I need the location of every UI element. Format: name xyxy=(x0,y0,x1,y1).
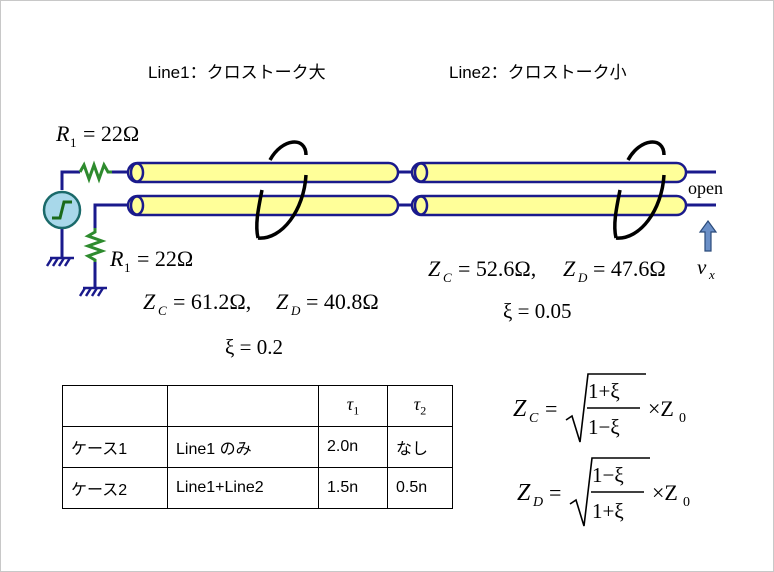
svg-text:R: R xyxy=(109,246,124,271)
header-tau2: τ2 xyxy=(387,385,453,427)
line2-impedance: Z C = 52.6Ω, Z D = 47.6Ω xyxy=(428,256,666,285)
coupling-loop-icon xyxy=(613,140,666,240)
line2-title: Line2：クロストーク小 xyxy=(449,63,627,82)
svg-text:C: C xyxy=(158,303,167,318)
svg-text:×Z: ×Z xyxy=(652,480,678,505)
svg-text:1−ξ: 1−ξ xyxy=(588,415,620,439)
svg-text:= 40.8Ω: = 40.8Ω xyxy=(306,289,379,314)
svg-text:= 22Ω: = 22Ω xyxy=(83,121,139,146)
svg-text:=: = xyxy=(545,396,557,421)
svg-text:v: v xyxy=(697,255,707,279)
table-row: ケース1 Line1 のみ 2.0n なし xyxy=(62,426,453,468)
output-wires xyxy=(686,170,716,207)
lines-cell: Line1+Line2 xyxy=(167,467,319,509)
svg-text:x: x xyxy=(708,267,715,282)
resistor-bottom xyxy=(83,228,107,262)
svg-text:0: 0 xyxy=(683,495,690,510)
line1-coax xyxy=(126,161,400,217)
lines-cell: Line1 のみ xyxy=(167,426,319,468)
line2-xi: ξ = 0.05 xyxy=(503,299,571,323)
line-junction xyxy=(398,170,414,207)
table-header-row: τ1 τ2 xyxy=(62,385,453,427)
svg-text:C: C xyxy=(443,270,452,285)
svg-text:1: 1 xyxy=(70,135,77,150)
svg-text:1: 1 xyxy=(124,260,131,275)
case-cell: ケース1 xyxy=(62,426,168,468)
line1-impedance: Z C = 61.2Ω, Z D = 40.8Ω xyxy=(143,289,379,318)
header-tau1: τ1 xyxy=(318,385,388,427)
ground-icon xyxy=(45,256,74,267)
svg-text:1+ξ: 1+ξ xyxy=(592,499,624,523)
header-cell xyxy=(62,385,168,427)
line2-coax xyxy=(410,161,688,217)
line1-title: Line1：クロストーク大 xyxy=(148,63,326,82)
formula-zd: Z D = 1−ξ 1+ξ ×Z 0 xyxy=(517,457,690,527)
svg-text:= 22Ω: = 22Ω xyxy=(137,246,193,271)
svg-text:= 47.6Ω: = 47.6Ω xyxy=(593,256,666,281)
header-cell xyxy=(167,385,319,427)
vx-label: v x xyxy=(697,255,715,282)
svg-text:×Z: ×Z xyxy=(648,396,674,421)
tau1-cell: 2.0n xyxy=(318,426,388,468)
svg-text:D: D xyxy=(577,270,588,285)
svg-text:0: 0 xyxy=(679,411,686,426)
tau2-cell: 0.5n xyxy=(387,467,453,509)
svg-text:1+ξ: 1+ξ xyxy=(588,379,620,403)
measure-arrow-icon xyxy=(698,219,718,252)
svg-text:R: R xyxy=(55,121,70,146)
svg-text:1−ξ: 1−ξ xyxy=(592,463,624,487)
svg-text:Z: Z xyxy=(513,396,527,422)
svg-text:= 61.2Ω,: = 61.2Ω, xyxy=(173,289,251,314)
coupling-loop-icon xyxy=(255,140,308,240)
source-wiring xyxy=(60,170,128,288)
svg-text:Z: Z xyxy=(517,480,531,506)
svg-text:D: D xyxy=(290,303,301,318)
r1-bottom-label: R 1 = 22Ω xyxy=(109,246,193,275)
case-table: τ1 τ2 ケース1 Line1 のみ 2.0n なし ケース2 Line1+L… xyxy=(62,385,453,509)
tau1-cell: 1.5n xyxy=(318,467,388,509)
svg-text:C: C xyxy=(529,411,539,426)
formula-zc: Z C = 1+ξ 1−ξ ×Z 0 xyxy=(513,373,686,443)
svg-text:Z: Z xyxy=(276,289,289,314)
svg-text:Z: Z xyxy=(563,256,576,281)
ground-icon xyxy=(78,286,107,297)
svg-text:= 52.6Ω,: = 52.6Ω, xyxy=(458,256,536,281)
svg-text:Z: Z xyxy=(428,256,441,281)
open-label: open xyxy=(688,178,723,198)
table-row: ケース2 Line1+Line2 1.5n 0.5n xyxy=(62,467,453,509)
resistor-top xyxy=(78,160,112,184)
r1-top-label: R 1 = 22Ω xyxy=(55,121,139,150)
svg-text:=: = xyxy=(549,480,561,505)
step-source xyxy=(42,190,82,230)
line1-xi: ξ = 0.2 xyxy=(225,335,283,359)
case-cell: ケース2 xyxy=(62,467,168,509)
svg-text:D: D xyxy=(532,495,543,510)
tau2-cell: なし xyxy=(387,426,453,468)
svg-text:Z: Z xyxy=(143,289,156,314)
